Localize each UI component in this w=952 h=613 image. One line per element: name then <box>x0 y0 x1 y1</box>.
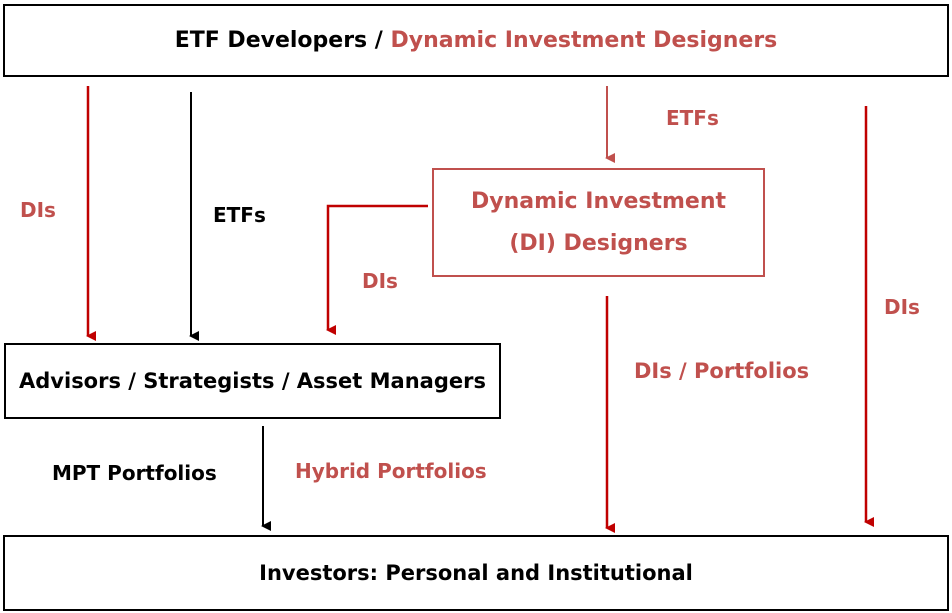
di-designers-line2: (DI) Designers <box>509 230 688 256</box>
investors-box: Investors: Personal and Institutional <box>3 535 949 611</box>
label-etfs-top: ETFs <box>666 106 719 130</box>
etf-developers-box: ETF Developers / Dynamic Investment Desi… <box>3 4 949 77</box>
advisors-label: Advisors / Strategists / Asset Managers <box>19 369 486 393</box>
label-dis-right: DIs <box>884 295 920 319</box>
label-dis-left: DIs <box>20 198 56 222</box>
investors-label: Investors: Personal and Institutional <box>259 561 693 585</box>
label-hybrid-portfolios: Hybrid Portfolios <box>295 459 487 483</box>
etf-developers-label: ETF Developers / Dynamic Investment Desi… <box>175 28 778 53</box>
di-designers-line1: Dynamic Investment <box>470 188 727 214</box>
label-etfs-left: ETFs <box>213 203 266 227</box>
etf-developers-text: ETF Developers / <box>174 28 391 53</box>
advisors-box: Advisors / Strategists / Asset Managers <box>4 343 501 419</box>
di-designers-box: Dynamic Investment (DI) Designers <box>432 168 765 277</box>
dynamic-investment-designers-text: Dynamic Investment Designers <box>390 28 778 53</box>
label-dis-portfolios: DIs / Portfolios <box>634 359 810 383</box>
label-mpt-portfolios: MPT Portfolios <box>52 461 217 485</box>
label-dis-mid: DIs <box>362 269 398 293</box>
arrow-dis-mid <box>326 204 428 335</box>
